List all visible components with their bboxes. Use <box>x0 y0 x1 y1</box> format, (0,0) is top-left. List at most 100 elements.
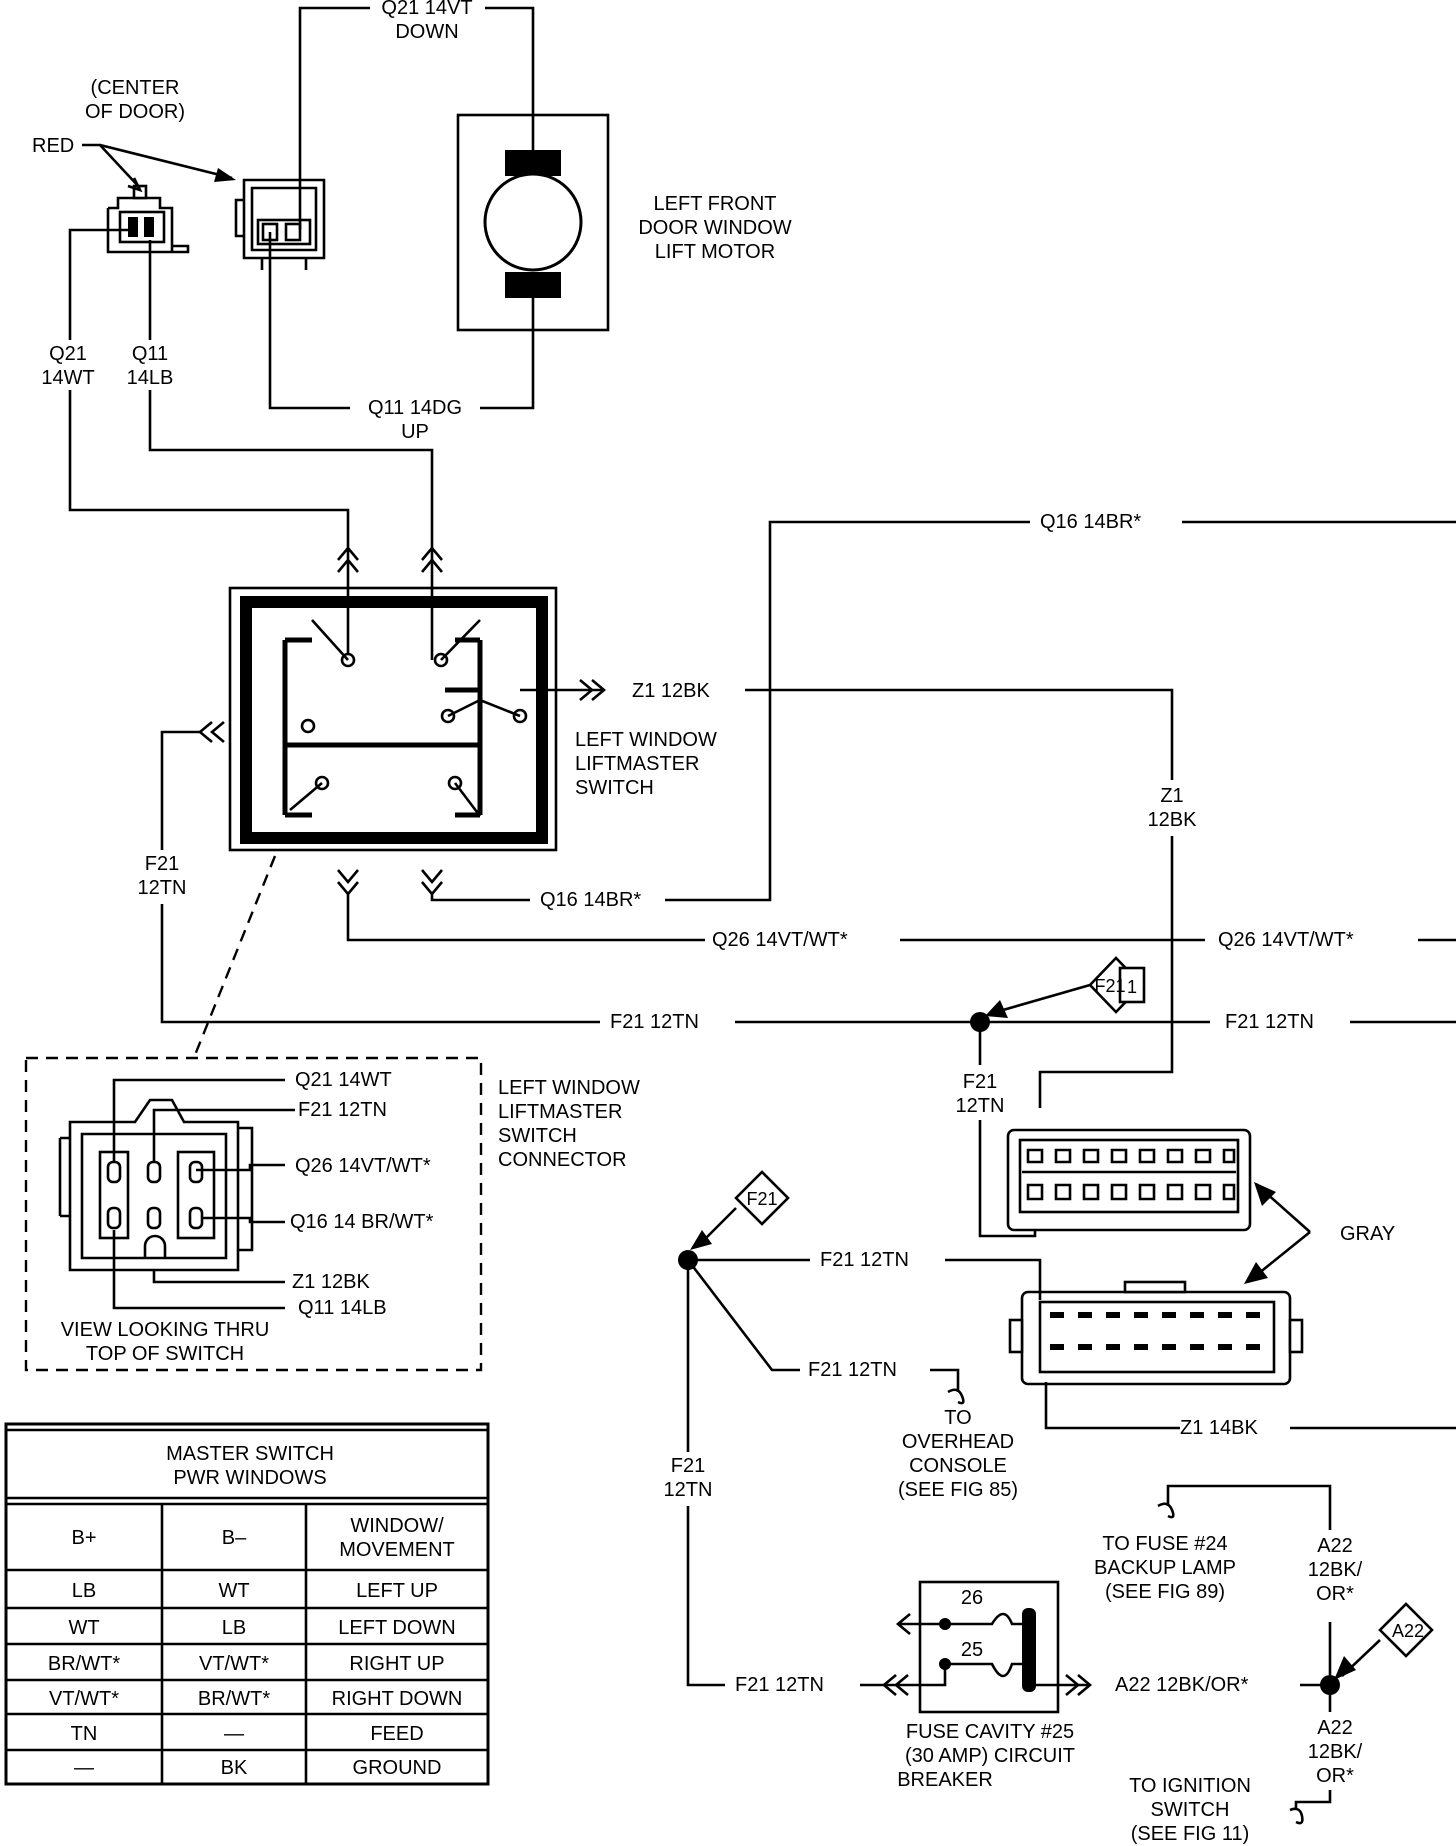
liftmaster-connector <box>58 1098 254 1272</box>
wire-a22-up-l3: OR* <box>1316 1583 1354 1605</box>
wire-up-label: UP <box>401 421 429 443</box>
breaker-pin-26: 26 <box>961 1587 983 1609</box>
wire-q16-low: Q16 14BR* <box>540 889 641 911</box>
table-cell: LB <box>72 1580 96 1602</box>
pin-q21-label: Q21 14WT <box>295 1069 392 1091</box>
pin-q16-label: Q16 14 BR/WT* <box>290 1211 434 1233</box>
table-title-l1: MASTER SWITCH <box>166 1443 334 1465</box>
wire-a22-h: A22 12BK/OR* <box>1115 1674 1249 1696</box>
wire-f21-left-l1: F21 <box>671 1455 705 1477</box>
table-cell: BR/WT* <box>48 1653 120 1675</box>
table-cell: WT <box>218 1580 249 1602</box>
circuit-breaker <box>918 1580 1060 1714</box>
table-header-movement: MOVEMENT <box>339 1539 455 1561</box>
splice-a22 <box>1320 1675 1340 1695</box>
table-header-window: WINDOW/ <box>350 1515 444 1537</box>
wire-q11-dg: Q11 14DG <box>368 397 462 419</box>
wire-q21-wt-l1: Q21 <box>49 343 87 365</box>
pin-q26-label: Q26 14VT/WT* <box>295 1155 431 1177</box>
table-cell: FEED <box>370 1723 423 1745</box>
splice-a22-tag: A22 <box>1392 1621 1424 1641</box>
wire-z1-v-l1: Z1 <box>1160 785 1183 807</box>
splice-tag-a22 <box>1378 1602 1434 1658</box>
view-label-l1: VIEW LOOKING THRU <box>61 1319 270 1341</box>
breaker-l2: (30 AMP) CIRCUIT <box>905 1745 1075 1767</box>
connector-label-l4: CONNECTOR <box>498 1149 627 1171</box>
wire-a22-dn-l3: OR* <box>1316 1765 1354 1787</box>
wire-z1-12bk: Z1 12BK <box>632 680 710 702</box>
table-cell: VT/WT* <box>49 1688 119 1710</box>
pin-f21-label: F21 12TN <box>298 1099 387 1121</box>
overhead-l1: TO <box>944 1407 971 1429</box>
pin-z1-label: Z1 12BK <box>292 1271 370 1293</box>
table-cell: LB <box>222 1617 246 1639</box>
wire-f21-right: F21 12TN <box>1225 1011 1314 1033</box>
wire-q21-wt-l2: 14WT <box>41 367 94 389</box>
breaker-pin-25: 25 <box>961 1639 983 1661</box>
table-cell: RIGHT DOWN <box>332 1688 463 1710</box>
table-cell: — <box>74 1757 94 1779</box>
wire-f21-h1: F21 12TN <box>820 1249 909 1271</box>
gray-connector-upper <box>1006 1128 1252 1232</box>
table-cell: BR/WT* <box>198 1688 270 1710</box>
door-center-label-l1: (CENTER <box>91 77 180 99</box>
view-label-l2: TOP OF SWITCH <box>86 1343 244 1365</box>
table-cell: LEFT DOWN <box>338 1617 455 1639</box>
connector-label-l3: SWITCH <box>498 1125 577 1147</box>
door-center-label-l2: OF DOOR) <box>85 101 185 123</box>
table-row: VT/WT* BR/WT* RIGHT DOWN <box>49 1688 462 1710</box>
splice-f21-2-tag: F21 <box>746 1189 777 1209</box>
wire-down-label: DOWN <box>395 21 458 43</box>
wire-q16-top: Q16 14BR* <box>1040 511 1141 533</box>
overhead-l4: (SEE FIG 85) <box>898 1479 1018 1501</box>
wire-q26-right: Q26 14VT/WT* <box>1218 929 1354 951</box>
splice-tag-f21-1 <box>1088 956 1146 1014</box>
gray-connector-lower <box>1008 1280 1304 1386</box>
door-connector-right <box>234 178 326 270</box>
breaker-l1: FUSE CAVITY #25 <box>906 1721 1074 1743</box>
table-cell: RIGHT UP <box>349 1653 444 1675</box>
table-cell: LEFT UP <box>356 1580 438 1602</box>
wire-f21-v-l2: 12TN <box>138 877 187 899</box>
wire-f21-v-l1: F21 <box>145 853 179 875</box>
wire-a22-dn-l1: A22 <box>1317 1717 1353 1739</box>
table-title-l2: PWR WINDOWS <box>173 1467 326 1489</box>
table-row: LB WT LEFT UP <box>72 1580 438 1602</box>
table-row: WT LB LEFT DOWN <box>68 1617 455 1639</box>
wire-f21-bottom: F21 12TN <box>735 1674 824 1696</box>
wire-z1-14bk: Z1 14BK <box>1180 1417 1258 1439</box>
wire-a22-up-l1: A22 <box>1317 1535 1353 1557</box>
wire-q26-mid: Q26 14VT/WT* <box>712 929 848 951</box>
wire-a22-up-l2: 12BK/ <box>1308 1559 1363 1581</box>
switch-label-l2: LIFTMASTER <box>575 753 699 775</box>
motor-label-l3: LIFT MOTOR <box>655 241 775 263</box>
door-connector-left <box>106 184 190 254</box>
wire-q21-vt: Q21 14VT <box>381 0 472 19</box>
table-header-b-minus: B– <box>222 1527 247 1549</box>
ignition-l2: SWITCH <box>1151 1799 1230 1821</box>
fuse24-l1: TO FUSE #24 <box>1102 1533 1227 1555</box>
wire-q11-lb-l2: 14LB <box>127 367 174 389</box>
breaker-l3: BREAKER <box>897 1769 993 1791</box>
fuse24-l2: BACKUP LAMP <box>1094 1557 1236 1579</box>
ignition-l1: TO IGNITION <box>1129 1775 1251 1797</box>
motor-label-l1: LEFT FRONT <box>654 193 777 215</box>
table-row: — BK GROUND <box>74 1757 441 1779</box>
splice-f21-1-tag: F21 <box>1094 976 1125 996</box>
switch-label-l3: SWITCH <box>575 777 654 799</box>
table-cell: WT <box>68 1617 99 1639</box>
master-switch-table <box>4 1422 490 1786</box>
overhead-l2: OVERHEAD <box>902 1431 1014 1453</box>
wire-z1-v-l2: 12BK <box>1148 809 1198 831</box>
table-cell: VT/WT* <box>199 1653 269 1675</box>
overhead-l3: CONSOLE <box>909 1455 1007 1477</box>
table-row: TN — FEED <box>71 1723 424 1745</box>
table-header-b-plus: B+ <box>71 1527 96 1549</box>
switch-label-l1: LEFT WINDOW <box>575 729 717 751</box>
fuse24-l3: (SEE FIG 89) <box>1105 1581 1225 1603</box>
wire-f21-down-l1: F21 <box>963 1071 997 1093</box>
wire-a22-dn-l2: 12BK/ <box>1308 1741 1363 1763</box>
ignition-l3: (SEE FIG 11) <box>1131 1823 1250 1845</box>
table-cell: GROUND <box>353 1757 442 1779</box>
